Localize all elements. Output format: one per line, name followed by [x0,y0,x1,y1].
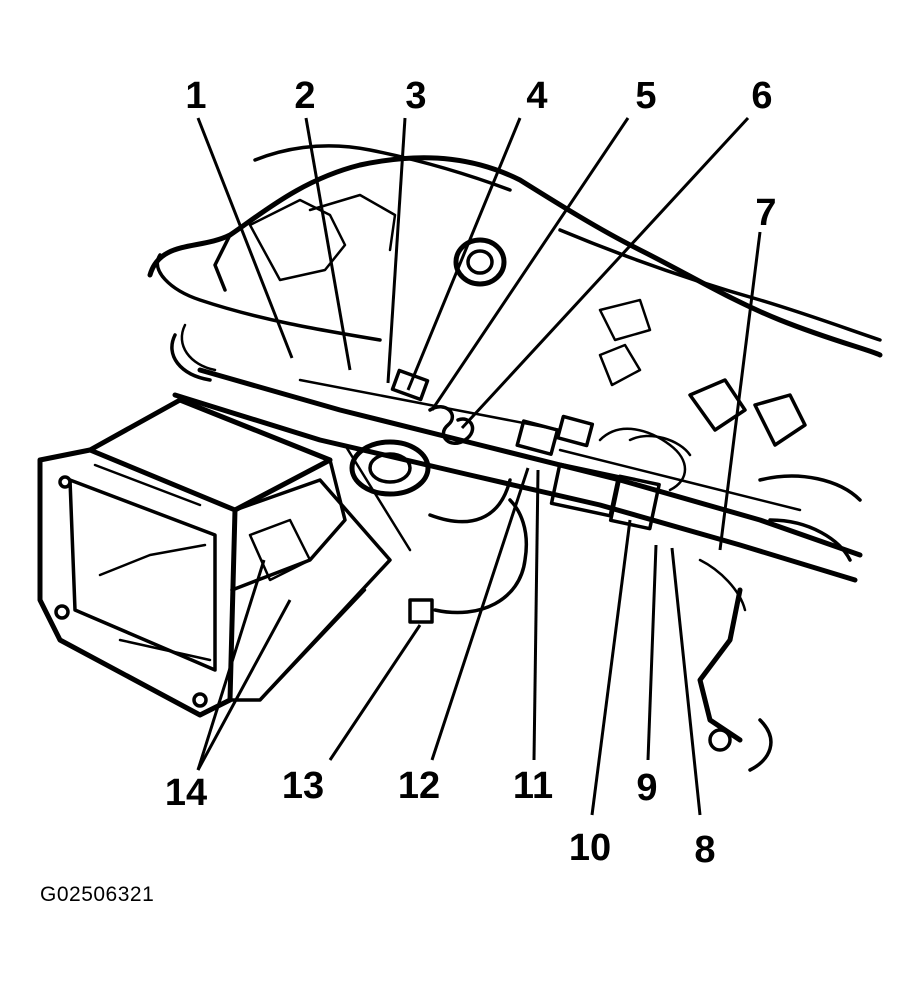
leader-line-4 [406,117,522,391]
callout-label-12: 12 [398,765,440,807]
leader-line-8 [670,547,702,816]
leader-line-6 [460,116,750,430]
leader-line-5 [430,117,630,411]
leader-lines [196,116,762,816]
callout-label-9: 9 [636,767,657,809]
callout-label-7: 7 [755,192,776,234]
leader-line-1 [196,117,294,359]
callout-label-8: 8 [694,829,715,871]
leader-line-14a [196,559,266,771]
callout-label-10: 10 [569,827,611,869]
callout-label-13: 13 [282,765,324,807]
leader-line-12 [430,467,530,761]
leader-line-11 [532,469,540,761]
figure-reference-code: G02506321 [40,883,155,906]
leader-line-14b [196,599,292,771]
leader-line-7 [718,231,762,551]
leader-line-9 [646,544,658,761]
callout-label-11: 11 [513,765,553,807]
leader-line-2 [304,117,352,371]
callout-label-6: 6 [751,75,772,117]
leader-line-13 [328,624,422,761]
callout-labels: 1 2 3 4 5 6 7 8 9 10 11 12 13 14 [165,75,777,871]
callout-label-14: 14 [165,772,207,814]
callout-label-3: 3 [405,75,426,117]
callout-label-2: 2 [294,75,315,117]
leader-line-3 [386,117,407,384]
callout-label-4: 4 [526,75,547,117]
callout-label-5: 5 [635,75,656,117]
callout-label-1: 1 [185,75,206,117]
line-art-illustration [37,144,883,772]
leader-line-10 [590,519,632,816]
